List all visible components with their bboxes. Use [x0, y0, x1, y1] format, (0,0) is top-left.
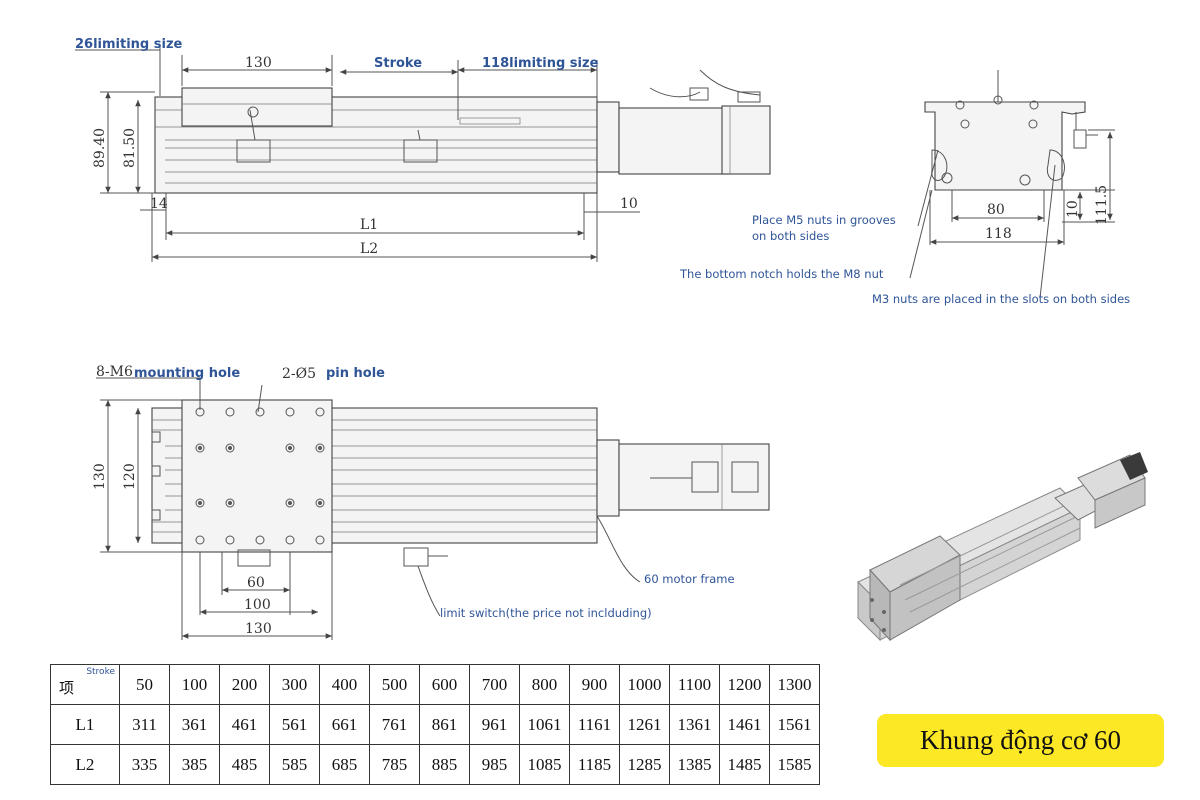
end-view: 80 118 10 111.5 Place M5 nuts in grooves… [679, 70, 1130, 306]
table-cell: 885 [419, 744, 470, 785]
stroke-cell: 1000 [619, 664, 670, 705]
side-view-carriage [181, 87, 333, 127]
plan-view-motor [618, 443, 770, 511]
plan-view-carriage [181, 399, 333, 553]
table-cell: 561 [269, 704, 320, 745]
stroke-cell: 1200 [719, 664, 770, 705]
table-cell: 1285 [619, 744, 670, 785]
plan-130-dim: 130 [245, 621, 272, 637]
table-header-row: Stroke 项 50 100 200 300 400 500 600 700 … [50, 664, 820, 705]
table-row-l2: L2 335 385 485 585 685 785 885 985 1085 … [50, 744, 820, 785]
table-cell: 361 [169, 704, 220, 745]
stroke-cell: 800 [519, 664, 570, 705]
end-view-10-dim: 10 [1065, 200, 1081, 218]
table-cell: 385 [169, 744, 220, 785]
mounting-hole-prefix: 8-M6 [96, 364, 133, 380]
corner-stroke-label: Stroke [86, 667, 115, 677]
stroke-cell: 500 [369, 664, 420, 705]
stroke-cell: 200 [219, 664, 270, 705]
stroke-cell: 700 [469, 664, 520, 705]
side-view: 26limiting size 130 Stroke 118limiting s… [75, 37, 771, 262]
plan-height-130-dim: 130 [92, 463, 108, 490]
limit-switch-note: limit switch(the price not inclduding) [440, 606, 652, 620]
table-cell: 461 [219, 704, 270, 745]
table-cell: 861 [419, 704, 470, 745]
pin-hole-prefix: 2-Ø5 [282, 366, 316, 382]
table-cell: 1161 [569, 704, 620, 745]
spec-table: Stroke 项 50 100 200 300 400 500 600 700 … [50, 664, 820, 785]
table-cell: 961 [469, 704, 520, 745]
table-cell: 585 [269, 744, 320, 785]
table-cell: 311 [119, 704, 170, 745]
table-cell: 661 [319, 704, 370, 745]
end-offset-10-dim: 10 [620, 196, 638, 212]
table-cell: 1561 [769, 704, 820, 745]
table-cell: 1261 [619, 704, 670, 745]
side-view-motor [618, 107, 730, 175]
table-cell: 1385 [669, 744, 720, 785]
table-cell: 1361 [669, 704, 720, 745]
table-cell: 1085 [519, 744, 570, 785]
plan-100-dim: 100 [244, 597, 271, 613]
end-view-profile [924, 101, 1086, 191]
motor-frame-badge: Khung động cơ 60 [877, 714, 1164, 767]
table-cell: 1485 [719, 744, 770, 785]
m8-nut-note: The bottom notch holds the M8 nut [679, 267, 884, 281]
table-cell: 1061 [519, 704, 570, 745]
table-cell: 1585 [769, 744, 820, 785]
end-offset-14-dim: 14 [150, 196, 168, 212]
mounting-hole-label: mounting hole [134, 366, 240, 381]
plan-view: 8-M6 mounting hole 2-Ø5 pin hole 130 120… [92, 364, 770, 640]
stroke-label: Stroke [374, 56, 422, 71]
carriage-length-dim: 130 [245, 55, 272, 71]
table-corner-cell: Stroke 项 [50, 664, 120, 705]
stroke-cell: 100 [169, 664, 220, 705]
stroke-cell: 900 [569, 664, 620, 705]
stroke-cell: 1300 [769, 664, 820, 705]
m5-nuts-note-line2: on both sides [752, 229, 829, 243]
table-cell: 1185 [569, 744, 620, 785]
stroke-cell: 600 [419, 664, 470, 705]
l1-dim: L1 [360, 217, 378, 233]
l2-dim: L2 [360, 241, 378, 257]
table-row-l1: L1 311 361 461 561 661 761 861 961 1061 … [50, 704, 820, 745]
stroke-cell: 300 [269, 664, 320, 705]
pin-hole-label: pin hole [326, 366, 385, 381]
stroke-cell: 400 [319, 664, 370, 705]
m3-nuts-note: M3 nuts are placed in the slots on both … [872, 292, 1130, 306]
corner-item-label: 项 [59, 681, 75, 697]
row-label: L2 [50, 744, 120, 785]
row-label: L1 [50, 704, 120, 745]
end-view-111-dim: 111.5 [1094, 185, 1110, 225]
table-cell: 985 [469, 744, 520, 785]
table-cell: 1461 [719, 704, 770, 745]
end-view-80-dim: 80 [987, 202, 1005, 218]
height-89-dim: 89.40 [92, 128, 108, 168]
stroke-cell: 1100 [669, 664, 720, 705]
table-cell: 785 [369, 744, 420, 785]
end-view-118-dim: 118 [985, 226, 1012, 242]
table-cell: 335 [119, 744, 170, 785]
plan-60-dim: 60 [247, 575, 265, 591]
table-cell: 761 [369, 704, 420, 745]
table-cell: 685 [319, 744, 370, 785]
plan-height-120-dim: 120 [122, 463, 138, 490]
stroke-cell: 50 [119, 664, 170, 705]
table-cell: 485 [219, 744, 270, 785]
limit-size-left-label: 26limiting size [75, 37, 183, 52]
product-3d-render [857, 452, 1148, 642]
limit-size-right-label: 118limiting size [482, 56, 599, 71]
height-81-dim: 81.50 [122, 128, 138, 168]
motor-frame-note: 60 motor frame [644, 572, 735, 586]
m5-nuts-note-line1: Place M5 nuts in grooves [752, 213, 896, 227]
